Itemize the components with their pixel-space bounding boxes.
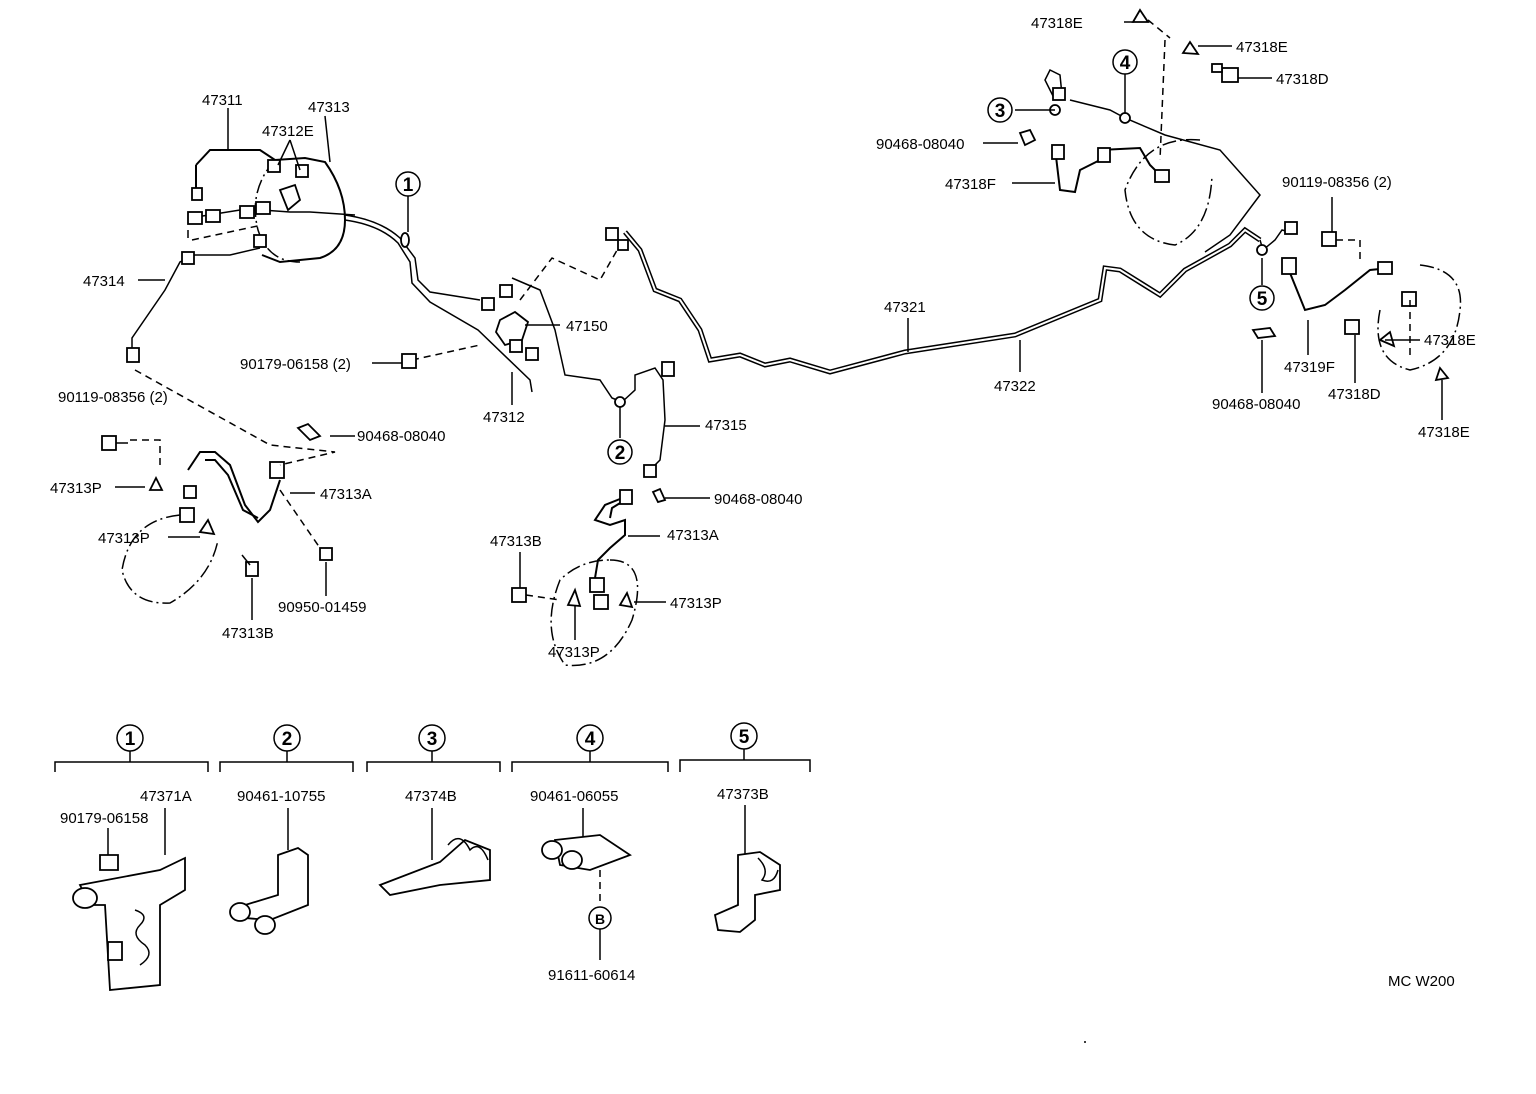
label-47313P-a: 47313P: [50, 480, 102, 497]
detail-4: 4 90461-06055 B 91611-60614: [511, 724, 669, 984]
detail-1: 1 47371A 90179-06158: [54, 724, 209, 991]
leader-lines: [115, 21, 1443, 640]
label-47314: 47314: [83, 273, 125, 290]
detail-3: 3 47374B: [366, 724, 501, 896]
marker-3: 3: [995, 101, 1006, 122]
label-47318E-c: 47318E: [1424, 332, 1476, 349]
label-90950-01459: 90950-01459: [278, 599, 366, 616]
fitting: [181, 251, 195, 265]
detail-2-part: 90461-10755: [237, 788, 325, 805]
marker-1: 1: [403, 175, 414, 196]
bolt-90119-left: [101, 435, 117, 451]
marker-4: 4: [1120, 53, 1131, 74]
label-47319F: 47319F: [1284, 359, 1335, 376]
fitting: [126, 347, 140, 363]
detail-3-number: 3: [427, 729, 438, 750]
label-47315: 47315: [705, 417, 747, 434]
label-47313A-b: 47313A: [667, 527, 719, 544]
label-47318E-a: 47318E: [1031, 15, 1083, 32]
bolt-47318D: [1221, 67, 1239, 83]
part-labels: 47311 47313 47312E 47314 90179-06158 (2)…: [50, 15, 1476, 661]
label-47313A-a: 47313A: [320, 486, 372, 503]
detail-1-part-a: 47371A: [140, 788, 192, 805]
detail-4-part: 90461-06055: [530, 788, 618, 805]
circle-markers: 1 2 3 4 5: [395, 49, 1275, 465]
label-47313B-b: 47313B: [490, 533, 542, 550]
label-47312: 47312: [483, 409, 525, 426]
label-47321: 47321: [884, 299, 926, 316]
label-47318D-b: 47318D: [1328, 386, 1381, 403]
detail-4-number: 4: [585, 729, 596, 750]
label-47313P-c: 47313P: [670, 595, 722, 612]
bolt-47313B-right: [511, 587, 527, 603]
brake-block-47150: [481, 284, 539, 361]
bolt-47313B-left: [245, 561, 259, 577]
brake-booster-assembly: [187, 149, 356, 264]
label-90468-08040-a: 90468-08040: [357, 428, 445, 445]
label-90179-06158: 90179-06158 (2): [240, 356, 351, 373]
detail-5-part: 47373B: [717, 786, 769, 803]
detail-4-bolt: 91611-60614: [548, 967, 635, 984]
label-47318E-d: 47318E: [1418, 424, 1470, 441]
label-47313: 47313: [308, 99, 350, 116]
detail-1-number: 1: [125, 729, 136, 750]
detail-2-number: 2: [282, 729, 293, 750]
bolt-90950: [319, 547, 333, 561]
brake-pipe-47321-47322: [623, 226, 1262, 375]
label-90468-08040-c: 90468-08040: [876, 136, 964, 153]
label-47312E: 47312E: [262, 123, 314, 140]
bolt-90179: [401, 353, 417, 369]
label-47322: 47322: [994, 378, 1036, 395]
label-47313P-b: 47313P: [98, 530, 150, 547]
detail-5: 5 47373B: [679, 722, 811, 933]
clip-47318E: [1181, 40, 1200, 56]
detail-3-part: 47374B: [405, 788, 457, 805]
flex-hose-47313A-right: [593, 494, 631, 579]
stray-dot: [1084, 1041, 1086, 1043]
detail-1-part-b: 90179-06158: [60, 810, 148, 827]
detail-5-number: 5: [739, 727, 750, 748]
clip-47318E: [1131, 8, 1150, 23]
clamp-marker-1: [400, 232, 410, 248]
label-47313P-d: 47313P: [548, 644, 600, 661]
flex-hose-47313A-left: [187, 451, 281, 524]
label-47318F: 47318F: [945, 176, 996, 193]
label-47313B-a: 47313B: [222, 625, 274, 642]
label-90119-08356-right: 90119-08356 (2): [1282, 174, 1392, 191]
label-47318E-b: 47318E: [1236, 39, 1288, 56]
detail-4-bolt-marker: B: [595, 911, 605, 927]
label-90468-08040-d: 90468-08040: [1212, 396, 1300, 413]
label-47150: 47150: [566, 318, 608, 335]
label-90468-08040-b: 90468-08040: [714, 491, 802, 508]
brake-line-47312: [344, 214, 481, 301]
detail-2: 2 90461-10755: [219, 724, 354, 935]
brake-line-47314: [131, 247, 261, 350]
marker-5: 5: [1257, 289, 1268, 310]
label-47318D-a: 47318D: [1276, 71, 1329, 88]
label-90119-08356-left: 90119-08356 (2): [58, 389, 168, 406]
label-47311: 47311: [202, 92, 243, 109]
marker-2: 2: [615, 443, 626, 464]
footer-code: MC W200: [1388, 973, 1455, 990]
